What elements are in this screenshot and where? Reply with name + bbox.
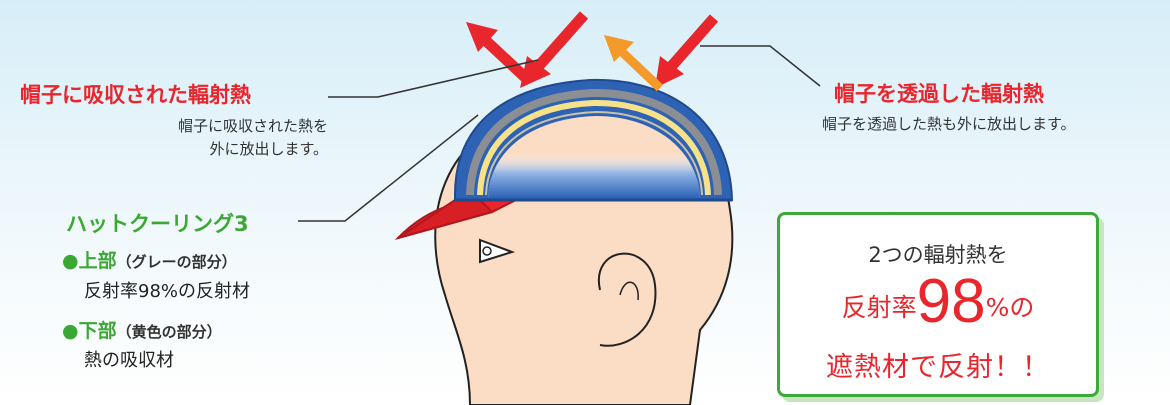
bullet-upper-desc: 反射率98%の反射材 xyxy=(84,277,250,303)
absorbed-heat-desc-2: 外に放出します。 xyxy=(118,139,328,160)
callout-line3: 遮熱材で反射！！ xyxy=(780,345,1096,384)
bullet-lower-sub: （黄色の部分） xyxy=(117,323,222,341)
callout-line1: 2つの輻射熱を xyxy=(780,239,1096,269)
callout-box: 2つの輻射熱を 反射率98%の 遮熱材で反射！！ xyxy=(777,212,1099,397)
bullet-lower-head: 下部 xyxy=(79,320,117,342)
callout-prefix: 反射率 xyxy=(842,293,917,322)
bullet-dot-icon: ● xyxy=(62,250,79,272)
absorbed-heat-desc-1: 帽子に吸収された熱を xyxy=(118,116,328,137)
product-name: ハットクーリング3 xyxy=(66,208,249,238)
bullet-upper-head: 上部 xyxy=(79,250,117,272)
bullet-lower: ●下部（黄色の部分） xyxy=(62,316,222,343)
transmitted-heat-desc: 帽子を透過した熱も外に放出します。 xyxy=(822,114,1076,135)
absorbed-heat-title: 帽子に吸収された輻射熱 xyxy=(20,79,251,109)
callout-big-number: 98 xyxy=(917,267,986,336)
bullet-lower-desc: 熱の吸収材 xyxy=(84,346,174,372)
transmitted-heat-title: 帽子を透過した輻射熱 xyxy=(834,78,1044,108)
bullet-upper-sub: （グレーの部分） xyxy=(117,253,237,271)
bullet-upper: ●上部（グレーの部分） xyxy=(62,246,237,273)
callout-suffix: %の xyxy=(986,293,1035,322)
bullet-dot-icon: ● xyxy=(62,320,79,342)
callout-line2: 反射率98%の xyxy=(780,271,1096,333)
